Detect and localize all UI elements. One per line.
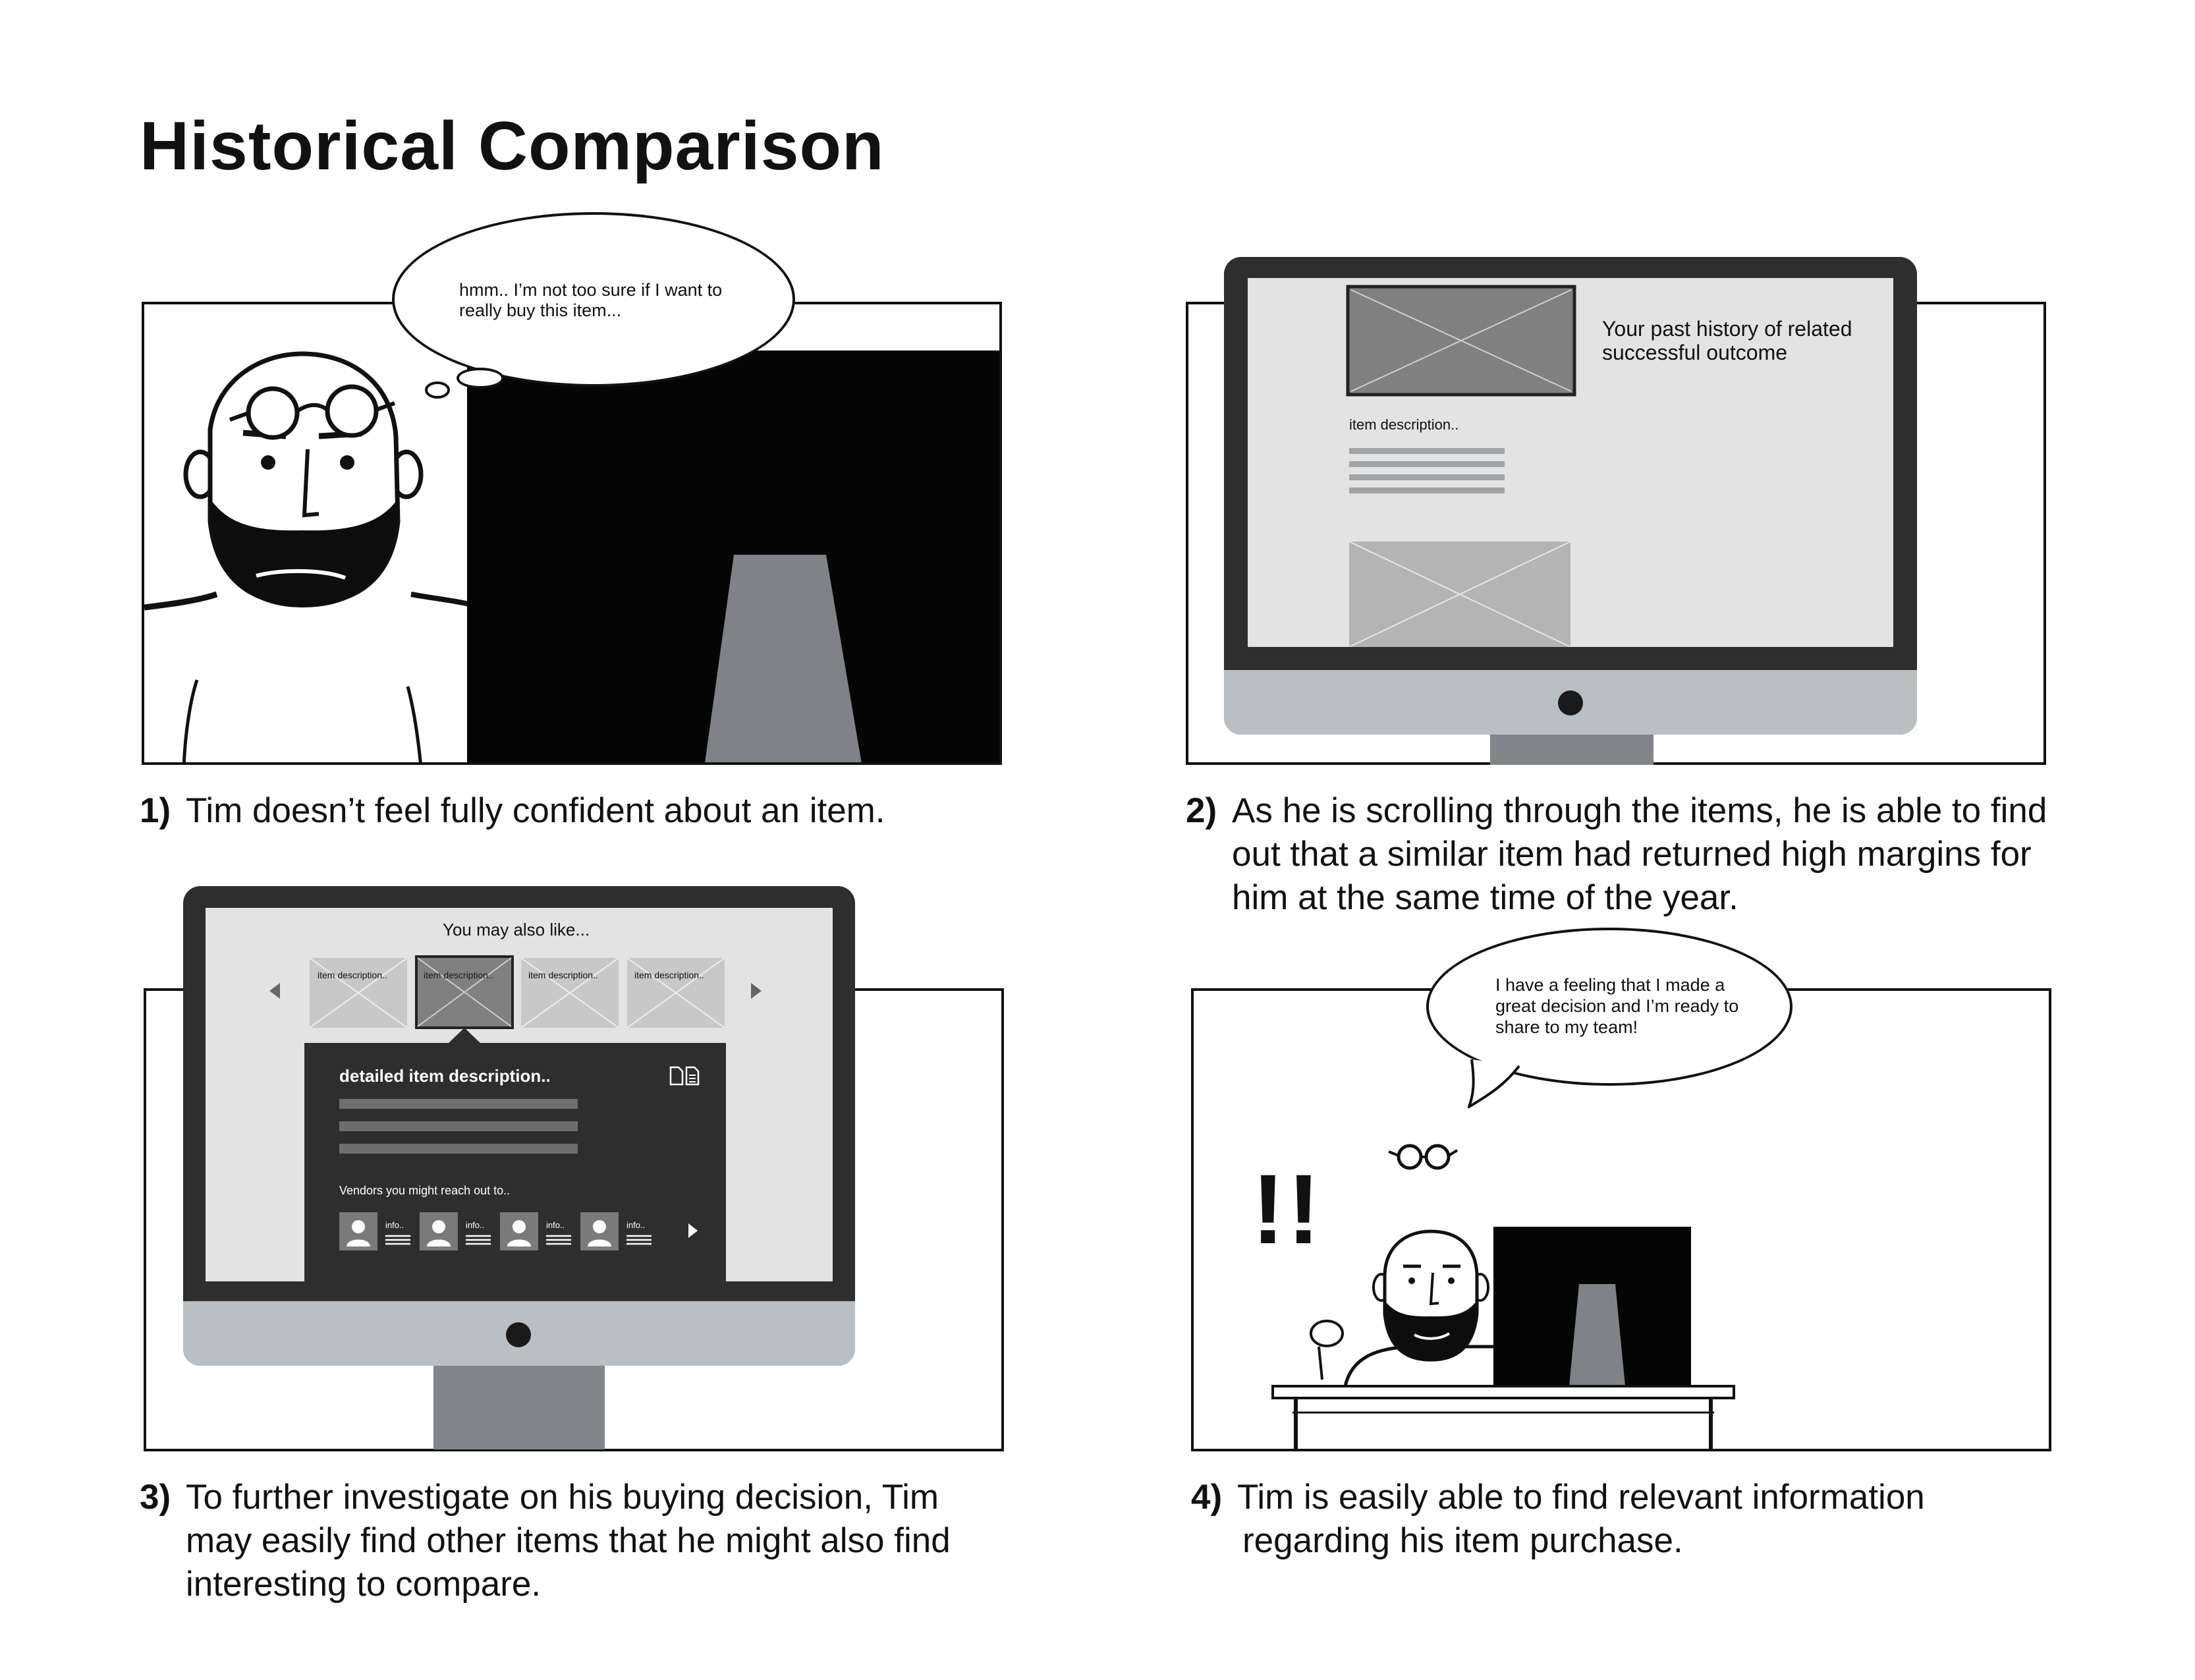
man-thinking-illustration: [144, 350, 999, 762]
vendor-info-label: info..: [466, 1220, 485, 1230]
you-may-also-like-heading: You may also like...: [443, 920, 590, 939]
caption-line: him at the same time of the year.: [1232, 878, 1738, 917]
speech-text-line-1: I have a feeling that I made a: [1495, 975, 1725, 995]
vendor-info-label: info..: [626, 1220, 646, 1230]
caption-3: 3) To further investigate on his buying …: [140, 1476, 996, 1608]
image-placeholder-small: [1349, 542, 1570, 647]
monitor-2-camera-dot: [1558, 690, 1583, 715]
thumbnail-card[interactable]: [310, 958, 407, 1028]
vendor-avatar-icon[interactable]: [339, 1212, 377, 1250]
vendor-avatar-icon[interactable]: [580, 1212, 619, 1250]
thumbnail-label: item description..: [318, 970, 387, 980]
caption-line: may easily find other items that he migh…: [186, 1521, 951, 1560]
detail-line: [339, 1099, 578, 1109]
description-line: [1349, 461, 1505, 467]
monitor-3-camera-dot: [506, 1322, 531, 1347]
caption-4: 4) Tim is easily able to find relevant i…: [1191, 1476, 2047, 1568]
thought-bubble: [392, 212, 795, 387]
detail-title: detailed item description..: [339, 1066, 551, 1086]
caption-line: out that a similar item had returned hig…: [1232, 835, 2032, 874]
item-description-label: item description..: [1349, 416, 1459, 433]
thumbnail-label: item description..: [528, 970, 598, 980]
caption-2: 2) As he is scrolling through the items,…: [1186, 789, 2047, 921]
image-placeholder-large: [1346, 285, 1576, 397]
description-line: [1349, 488, 1505, 493]
speech-text-line-2: great decision and I’m ready to: [1495, 996, 1739, 1016]
speech-bubble: [1426, 928, 1792, 1086]
thought-text-line-1: hmm.. I’m not too sure if I want to: [459, 280, 723, 300]
vendor-info-label: info..: [546, 1220, 565, 1230]
man-at-desk-illustration: [1271, 1144, 1735, 1449]
monitor-3-stand: [433, 1366, 605, 1449]
carousel-prev-icon[interactable]: [268, 982, 281, 1000]
history-heading-line-1: Your past history of related: [1602, 317, 1852, 341]
thought-text-line-2: really buy this item...: [459, 300, 622, 320]
thumbnail-card[interactable]: [521, 958, 619, 1028]
caption-number: 4): [1191, 1478, 1223, 1517]
thought-bubble-tail: [457, 368, 504, 389]
thumbnail-label: item description..: [634, 970, 704, 980]
caption-number: 2): [1186, 791, 1217, 830]
vendor-info-label: info..: [385, 1220, 404, 1230]
carousel-next-icon[interactable]: [750, 982, 763, 1000]
page-title: Historical Comparison: [140, 108, 885, 184]
caption-line: regarding his item purchase.: [1242, 1521, 1683, 1560]
caption-line: Tim doesn’t feel fully confident about a…: [186, 791, 885, 830]
vendor-avatar-icon[interactable]: [500, 1212, 538, 1250]
caption-line: As he is scrolling through the items, he…: [1232, 791, 2047, 830]
description-line: [1349, 448, 1505, 454]
caption-1: 1) Tim doesn’t feel fully confident abou…: [140, 789, 996, 835]
caption-line: Tim is easily able to find relevant info…: [1237, 1478, 1925, 1517]
detail-panel-pointer: [448, 1028, 481, 1044]
description-line: [1349, 474, 1505, 480]
exclamation-marks: !!: [1252, 1154, 1323, 1264]
thumbnail-card[interactable]: [627, 958, 725, 1028]
thumbnail-card-selected[interactable]: [415, 955, 514, 1029]
speech-text-line-3: share to my team!: [1495, 1017, 1638, 1037]
vendors-next-icon[interactable]: [687, 1222, 699, 1239]
detail-line: [339, 1144, 578, 1154]
vendor-avatar-icon[interactable]: [420, 1212, 458, 1250]
vendor-info-lines: [385, 1235, 652, 1245]
monitor-2-stand: [1490, 735, 1653, 765]
document-icons[interactable]: [669, 1066, 702, 1086]
thumbnail-label: item description..: [424, 970, 493, 980]
caption-number: 1): [140, 791, 171, 830]
detail-line: [339, 1121, 578, 1131]
caption-line: interesting to compare.: [186, 1565, 542, 1604]
history-heading-line-2: successful outcome: [1602, 341, 1788, 364]
caption-line: To further investigate on his buying dec…: [186, 1478, 939, 1517]
vendors-label: Vendors you might reach out to..: [339, 1184, 511, 1197]
caption-number: 3): [140, 1478, 171, 1517]
speech-bubble-tail: [1468, 1059, 1520, 1108]
